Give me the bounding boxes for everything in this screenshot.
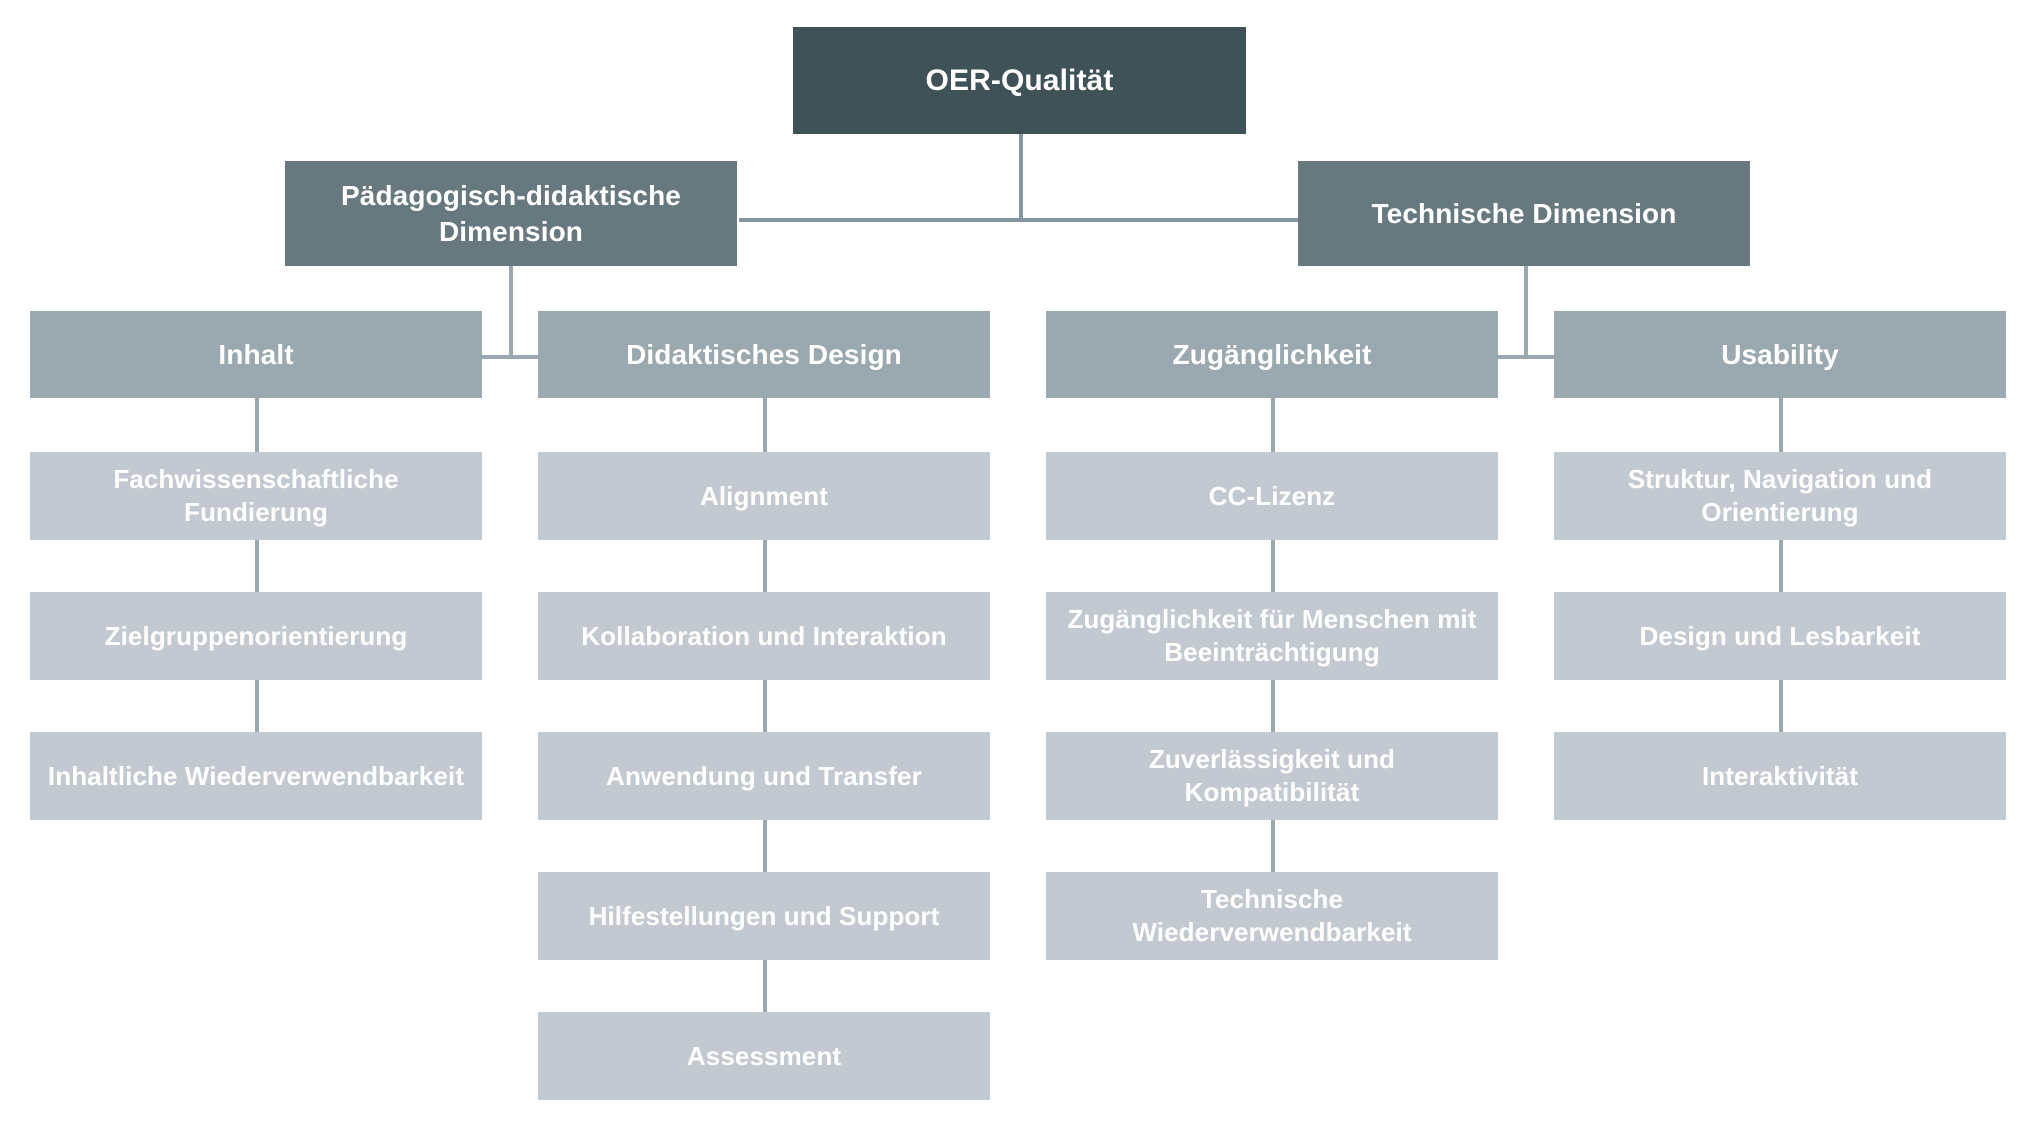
node-label: OER-Qualität bbox=[925, 63, 1114, 97]
node-criterion-technische-wiederverwendbarkeit[interactable]: Technische Wiederverwendbarkeit bbox=[1046, 872, 1498, 960]
node-category-zugaenglichkeit[interactable]: Zugänglichkeit bbox=[1046, 311, 1498, 398]
node-criterion-struktur-navigation-orientierung[interactable]: Struktur, Navigation und Orientierung bbox=[1554, 452, 2006, 540]
connector-dimension-bus bbox=[739, 218, 1299, 222]
node-criterion-fachwissenschaftliche-fundierung[interactable]: Fachwissenschaftliche Fundierung bbox=[30, 452, 482, 540]
node-label: Technische Wiederverwendbarkeit bbox=[1132, 884, 1412, 947]
node-label: Inhalt bbox=[218, 338, 294, 370]
node-label: Hilfestellungen und Support bbox=[588, 900, 940, 931]
node-label: Interaktivität bbox=[1701, 760, 1858, 791]
node-label: Struktur, Navigation und Orientierung bbox=[1627, 464, 1933, 527]
node-label: Inhaltliche Wiederverwendbarkeit bbox=[47, 760, 465, 791]
node-dimension-technisch[interactable]: Technische Dimension bbox=[1298, 161, 1750, 266]
node-root-oer-qualitaet[interactable]: OER-Qualität bbox=[793, 27, 1246, 134]
node-label: Zuverlässigkeit und Kompatibilität bbox=[1148, 744, 1396, 807]
node-category-didaktisches-design[interactable]: Didaktisches Design bbox=[538, 311, 990, 398]
node-label: Didaktisches Design bbox=[626, 338, 902, 370]
node-criterion-interaktivitaet[interactable]: Interaktivität bbox=[1554, 732, 2006, 820]
node-criterion-zielgruppenorientierung[interactable]: Zielgruppenorientierung bbox=[30, 592, 482, 680]
node-label: Zugänglichkeit bbox=[1172, 338, 1372, 370]
node-criterion-zuverlaessigkeit-und-kompatibilitaet[interactable]: Zuverlässigkeit und Kompatibilität bbox=[1046, 732, 1498, 820]
node-label: CC-Lizenz bbox=[1208, 480, 1336, 511]
node-label: Assessment bbox=[686, 1040, 842, 1071]
node-label: Anwendung und Transfer bbox=[606, 760, 922, 791]
node-label: Design und Lesbarkeit bbox=[1639, 620, 1921, 651]
node-criterion-inhaltliche-wiederverwendbarkeit[interactable]: Inhaltliche Wiederverwendbarkeit bbox=[30, 732, 482, 820]
node-criterion-zugaenglichkeit-beeintraechtigung[interactable]: Zugänglichkeit für Menschen mit Beeinträ… bbox=[1046, 592, 1498, 680]
node-criterion-kollaboration-und-interaktion[interactable]: Kollaboration und Interaktion bbox=[538, 592, 990, 680]
node-label: Pädagogisch-didaktische Dimension bbox=[341, 180, 681, 247]
connector-technisch-down bbox=[1524, 266, 1528, 357]
node-criterion-hilfestellungen-und-support[interactable]: Hilfestellungen und Support bbox=[538, 872, 990, 960]
connector-root-down bbox=[1019, 134, 1023, 222]
node-label: Alignment bbox=[699, 480, 828, 511]
node-criterion-alignment[interactable]: Alignment bbox=[538, 452, 990, 540]
node-category-inhalt[interactable]: Inhalt bbox=[30, 311, 482, 398]
node-label: Zugänglichkeit für Menschen mit Beeinträ… bbox=[1067, 604, 1477, 667]
connector-technisch-bus bbox=[1385, 355, 1664, 359]
node-category-usability[interactable]: Usability bbox=[1554, 311, 2006, 398]
connector-paedagogisch-down bbox=[509, 266, 513, 357]
node-label: Kollaboration und Interaktion bbox=[581, 620, 947, 651]
node-criterion-anwendung-und-transfer[interactable]: Anwendung und Transfer bbox=[538, 732, 990, 820]
node-criterion-cc-lizenz[interactable]: CC-Lizenz bbox=[1046, 452, 1498, 540]
node-label: Usability bbox=[1721, 338, 1839, 370]
node-label: Fachwissenschaftliche Fundierung bbox=[113, 464, 399, 527]
node-dimension-paedagogisch[interactable]: Pädagogisch-didaktische Dimension bbox=[285, 161, 737, 266]
node-label: Technische Dimension bbox=[1371, 197, 1677, 229]
node-label: Zielgruppenorientierung bbox=[104, 620, 408, 651]
connector-paedagogisch-bus bbox=[370, 355, 649, 359]
node-criterion-design-und-lesbarkeit[interactable]: Design und Lesbarkeit bbox=[1554, 592, 2006, 680]
node-criterion-assessment[interactable]: Assessment bbox=[538, 1012, 990, 1100]
